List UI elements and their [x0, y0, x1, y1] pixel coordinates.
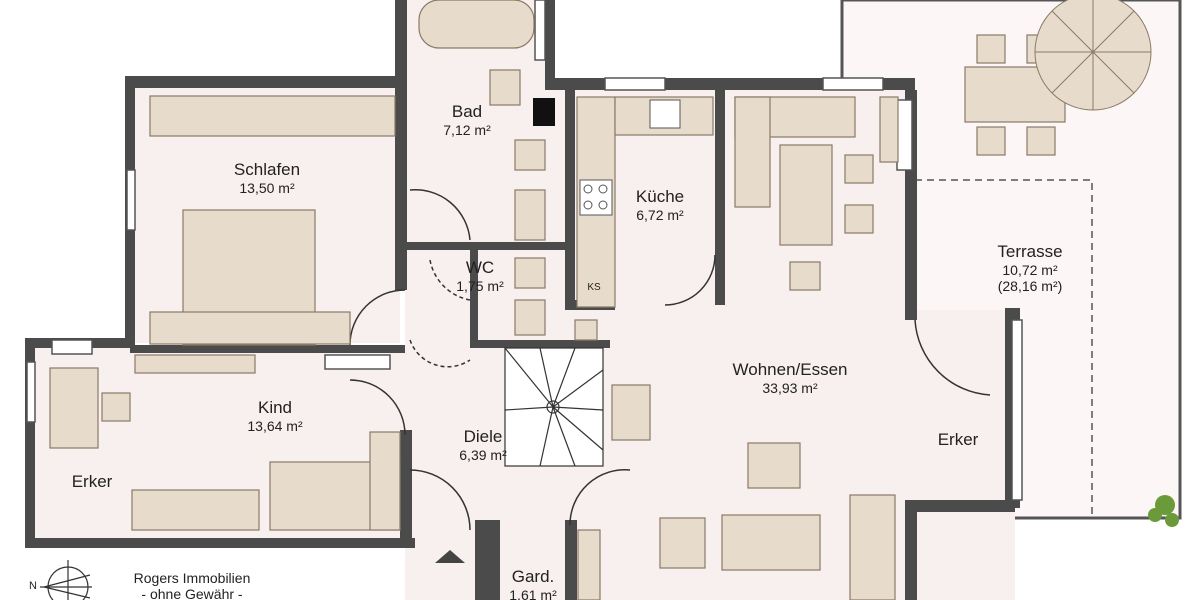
sink	[649, 99, 681, 129]
room-erker-right: Erker	[938, 430, 979, 450]
terrace-dashed-line	[915, 179, 1093, 518]
room-area: 7,12 m²	[443, 122, 491, 138]
stove	[579, 179, 613, 216]
room-name: Kind	[257, 398, 293, 417]
room-name: Diele	[463, 427, 503, 446]
compass-north-label: N	[29, 580, 37, 592]
room-name: Erker	[937, 430, 979, 449]
spiral-stairs	[504, 347, 604, 467]
room-area: 6,72 m²	[636, 207, 684, 223]
doors	[349, 189, 991, 531]
room-area: 13,50 m²	[239, 180, 295, 196]
room-area: 10,72 m²	[1002, 262, 1058, 278]
room-area: 33,93 m²	[762, 380, 818, 396]
room-name: Küche	[635, 187, 685, 206]
shaft	[533, 98, 555, 126]
room-name: Bad	[451, 102, 483, 121]
room-area: 1,61 m²	[509, 587, 557, 600]
parasol	[1034, 0, 1152, 111]
company-name: Rogers Immobilien	[133, 570, 251, 586]
room-area: 13,64 m²	[247, 418, 303, 434]
windows	[26, 0, 1023, 501]
room-name: Terrasse	[997, 242, 1063, 261]
room-name: Schlafen	[233, 160, 301, 179]
room-area-total: (28,16 m²)	[997, 278, 1063, 294]
room-area: 6,39 m²	[459, 447, 507, 463]
room-gard: Gard.1,61 m²	[509, 567, 556, 600]
compass-rose-icon	[40, 560, 92, 600]
disclaimer: - ohne Gewähr -	[141, 586, 243, 600]
entrance-arrow-icon	[435, 550, 465, 563]
room-area: 1,75 m²	[456, 278, 504, 294]
room-name: Erker	[71, 472, 113, 491]
fridge-label: KS	[587, 282, 601, 293]
room-erker-left: Erker	[72, 472, 113, 492]
room-name: Gard.	[511, 567, 555, 586]
room-name: WC	[465, 258, 495, 277]
room-name: Wohnen/Essen	[732, 360, 848, 379]
credit: Rogers Immobilien- ohne Gewähr -	[134, 570, 251, 600]
plant	[1148, 495, 1179, 527]
